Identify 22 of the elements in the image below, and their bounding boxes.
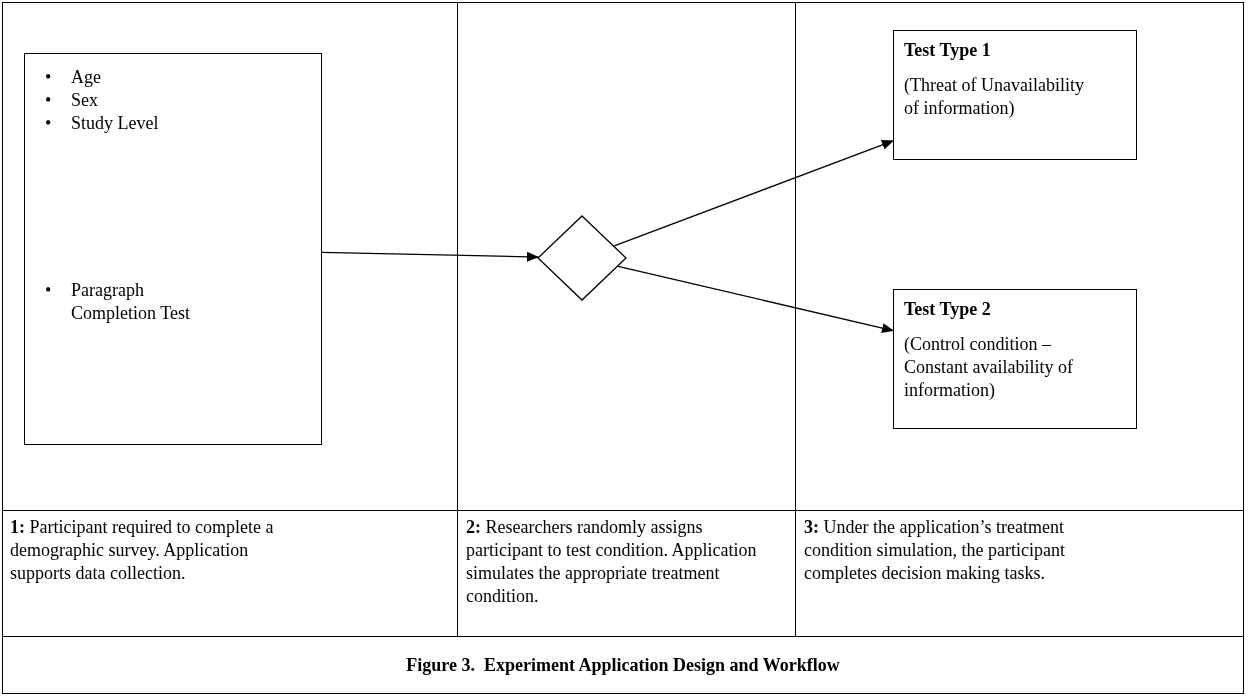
box-text: (Threat of Unavailability of information)	[904, 74, 1085, 120]
process-box	[893, 30, 1137, 160]
bullet-mark: •	[45, 112, 53, 135]
step-description: 2: Researchers randomly assigns participant to test condition. Application simulates the appropriate treatment condition.	[466, 516, 758, 608]
arrow	[321, 251, 539, 262]
process-box	[893, 289, 1137, 429]
bullet-mark: •	[45, 66, 53, 89]
step-description: 3: Under the application’s treatment condition simulation, the participant completes decision making tasks.	[804, 516, 1066, 585]
bullet-mark: •	[45, 89, 53, 112]
bullet-mark: •	[45, 279, 53, 302]
arrow	[613, 140, 894, 247]
box-heading: Test Type 2	[904, 298, 992, 321]
bullet-item: Sex	[71, 89, 99, 112]
box-text: (Control condition – Constant availability of information)	[904, 333, 1074, 402]
box-heading: Test Type 1	[904, 39, 992, 62]
step-description: 1: Participant required to complete a demographic survey. Application supports data collection.	[10, 516, 275, 585]
bullet-item: Paragraph Completion Test	[71, 279, 191, 325]
arrow	[617, 265, 894, 333]
figure-caption: Figure 3. Experiment Application Design and Workflow	[405, 654, 841, 677]
bullet-item: Study Level	[71, 112, 160, 135]
process-box	[24, 53, 322, 445]
bullet-item: Age	[71, 66, 102, 89]
